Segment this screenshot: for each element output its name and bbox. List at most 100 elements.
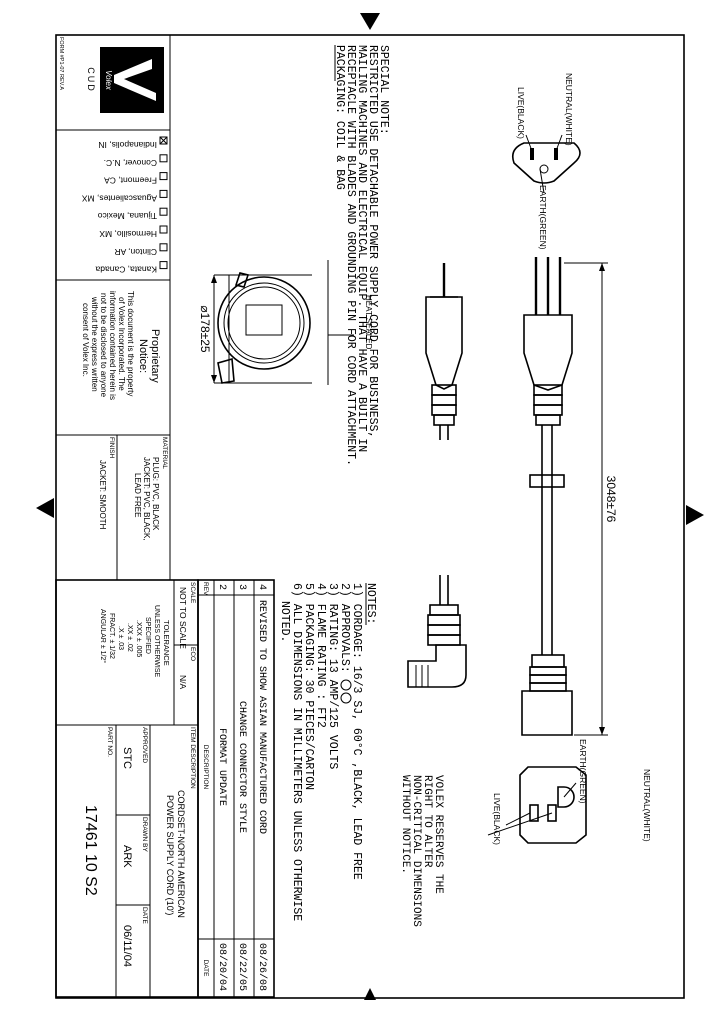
receptacle-earth-slot: [557, 786, 575, 808]
cord-side-view: [425, 263, 463, 440]
special-note-heading: SPECIAL NOTE:: [377, 45, 390, 135]
packaging-line: PACKAGING: COIL & BAG: [333, 45, 346, 190]
rev-row-3-rev: 2: [216, 584, 227, 590]
reserves-line-1: VOLEX RESERVES THE: [432, 775, 444, 894]
plug-earth-pin: [539, 164, 549, 174]
location-name-8: Kanata, Canada: [95, 265, 157, 275]
top-plug-body: [523, 314, 573, 391]
notes-block: NOTES: 1) CORDAGE: 16/3 SJ, 60°C ,BLACK,…: [278, 583, 377, 921]
note-3: 3) RATING: 13 AMP/125 VOLTS: [326, 583, 339, 769]
connector-side-view: [407, 575, 467, 688]
coil-diameter-label: ⌀178±25: [198, 305, 212, 353]
logo-brand: Volex: [104, 70, 113, 91]
material-line-1: PLUG: PVC, BLACK: [151, 457, 160, 531]
scale-value: NOT TO SCALE: [178, 587, 188, 649]
proprietary-line-4: not to be disclosed to anyone: [99, 293, 108, 398]
receptacle-live-slot: [547, 804, 557, 822]
coil-detail: ⌀178±25 HEAT SEALED: [198, 260, 373, 385]
location-name-2: Conover, N.C.: [104, 158, 157, 168]
tolerance-line-2: SPECIFIED: [144, 617, 151, 654]
finish-label: FINISH: [108, 437, 115, 459]
tolerance-line-5: .X ± .03: [117, 626, 124, 650]
location-list: Indianapolis, IN Conover, N.C. Freemont, C…: [82, 136, 168, 275]
part-no-value: 17461 10 S2: [82, 805, 99, 896]
rev-header-rev: REV: [202, 582, 209, 596]
location-checkbox-3: [159, 172, 168, 181]
form-number: FORM #P1-07 REV.A: [58, 37, 64, 90]
special-note-line-3: RECEPTACLE WITH BLADES AND GROUNDING PIN…: [344, 45, 357, 466]
revision-table: 4 REVISED TO SHOW ASIAN MANUFACTURED COR…: [197, 579, 275, 998]
item-description-line-2: POWER SUPPLY CORD (10'): [165, 795, 175, 915]
scale-label: SCALE: [189, 582, 196, 604]
note-6: 6) ALL DIMENSIONS IN MILLIMETERS UNLESS …: [290, 583, 303, 921]
part-no-label: PART NO.: [106, 727, 113, 757]
rev-row-1-rev: 4: [256, 584, 267, 590]
reserves-line-3: NON-CRITICAL DIMENSIONS: [410, 775, 422, 927]
reserves-line-4: WITHOUT NOTICE.: [399, 775, 411, 874]
location-checkbox-5: [159, 207, 168, 216]
location-name-6: Hermosillo, MX: [99, 229, 157, 239]
left-orientation-marker: [36, 498, 54, 518]
note-5: 5) PACKAGING: 30 PIECES/CARTON: [302, 583, 315, 790]
plug-face-view: NEUTRAL(WHITE) LIVE(BLACK) EARTH(GREEN): [511, 73, 581, 250]
proprietary-line-6: consent of Volex Inc.: [81, 303, 90, 377]
plug-earth-label: EARTH(GREEN): [538, 185, 548, 250]
rev-header-date: DATE: [202, 960, 209, 978]
rev-row-1-date: 08/26/08: [256, 943, 268, 991]
tolerance-line-1: UNLESS OTHERWISE: [153, 605, 160, 678]
plug-live-blade: [530, 148, 534, 160]
proprietary-line-5: without the express written: [90, 296, 99, 392]
location-checkbox-1: [159, 136, 168, 145]
proprietary-subtitle: Notice:: [137, 339, 149, 373]
plug-neutral-blade: [554, 148, 558, 160]
eco-label: ECO: [189, 647, 196, 661]
logo-cell: [55, 34, 171, 131]
cord-tie: [529, 474, 565, 488]
rev-row-1-desc: REVISED TO SHOW ASIAN MANUFACTURED CORD: [256, 600, 267, 834]
receptacle-face-view: EARTH(GREEN) LIVE(BLACK) NEUTRAL(WHITE): [487, 739, 652, 845]
date-label: DATE: [141, 907, 148, 925]
side-panel: MATERIAL PLUG: PVC, BLACK JACKET: PVC, B…: [55, 34, 171, 581]
plug-neutral-label: NEUTRAL(WHITE): [564, 73, 574, 146]
location-name-5: Tijuana, Mexico: [98, 211, 157, 221]
rev-row-3-desc: FORMAT UPDATE: [216, 728, 227, 806]
special-note-line-1: RESTRICTED USE DETACHABLE POWER SUPPLY C…: [366, 45, 379, 438]
proprietary-line-2: of Volex Incorporated. The: [117, 297, 126, 391]
notes-heading: NOTES:: [364, 583, 377, 624]
rotated-sheet-content: SPECIAL NOTE: RESTRICTED USE DETACHABLE …: [55, 34, 652, 998]
side-plug-body: [425, 296, 463, 390]
material-label: MATERIAL: [161, 437, 168, 469]
tolerance-title: TOLERANCE: [162, 620, 171, 666]
date-value: 06/11/04: [121, 925, 133, 967]
location-name-1: Indianapolis, IN: [98, 140, 157, 150]
rev-header-description: DESCRIPTION: [202, 745, 209, 790]
location-name-3: Freemont, CA: [104, 176, 157, 186]
bottom-orientation-marker: [364, 988, 376, 1000]
approved-value: STC: [121, 747, 133, 769]
location-checkbox-2: [159, 154, 168, 163]
material-line-3: LEAD FREE: [133, 473, 142, 517]
location-check-mark: [159, 136, 168, 145]
coil-label-area: [245, 304, 283, 336]
special-note-line-2: MAILING MACHINES AND ELECTRICAL EQUIP. T…: [355, 45, 368, 452]
finish-value: JACKET: SMOOTH: [98, 460, 107, 530]
location-checkbox-4: [159, 189, 168, 198]
note-6-continued: NOTED.: [278, 601, 291, 642]
approved-label: APPROVED: [141, 727, 148, 763]
right-orientation-marker: [686, 505, 704, 525]
reserves-line-2: RIGHT TO ALTER: [421, 775, 433, 868]
material-line-2: JACKET: PVC, BLACK,: [142, 457, 151, 541]
rev-row-2-date: 08/22/05: [236, 943, 248, 991]
reserves-note: VOLEX RESERVES THE RIGHT TO ALTER NON-CR…: [399, 775, 444, 927]
item-description-line-1: CORDSET-NORTH AMERICAN: [176, 790, 186, 918]
tolerance-line-6: FRACT. ± 1/32: [108, 613, 115, 659]
receptacle-live-label: LIVE(BLACK): [492, 793, 502, 845]
cord-top-view: 3048±76: [521, 257, 618, 736]
logo-division: CUD: [86, 67, 96, 93]
note-4: 4) FLAME RATING : FT2: [314, 583, 327, 728]
eco-value: N/A: [178, 675, 188, 690]
top-orientation-marker: [360, 13, 380, 30]
top-connector-body: [521, 690, 573, 736]
receptacle-earth-label: EARTH(GREEN): [578, 739, 588, 804]
